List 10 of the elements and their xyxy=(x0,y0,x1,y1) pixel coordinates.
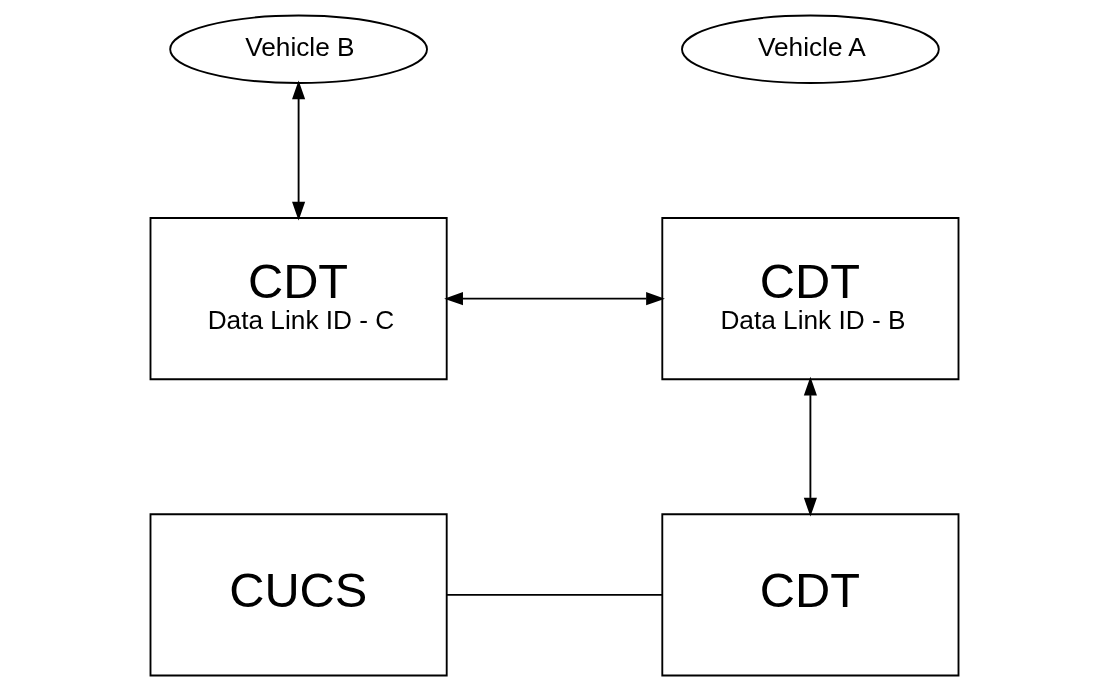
node-box: CDT Data Link ID - C xyxy=(149,217,448,381)
node-box: CDT xyxy=(661,513,960,677)
arrow xyxy=(444,292,665,306)
connector xyxy=(446,593,663,596)
node-box: CUCS xyxy=(149,513,448,677)
node-ellipse: Vehicle B xyxy=(169,14,428,84)
arrow xyxy=(803,376,817,517)
node-ellipse: Vehicle A xyxy=(681,14,940,84)
arrow xyxy=(292,80,306,221)
node-box: CDT Data Link ID - B xyxy=(661,217,960,381)
